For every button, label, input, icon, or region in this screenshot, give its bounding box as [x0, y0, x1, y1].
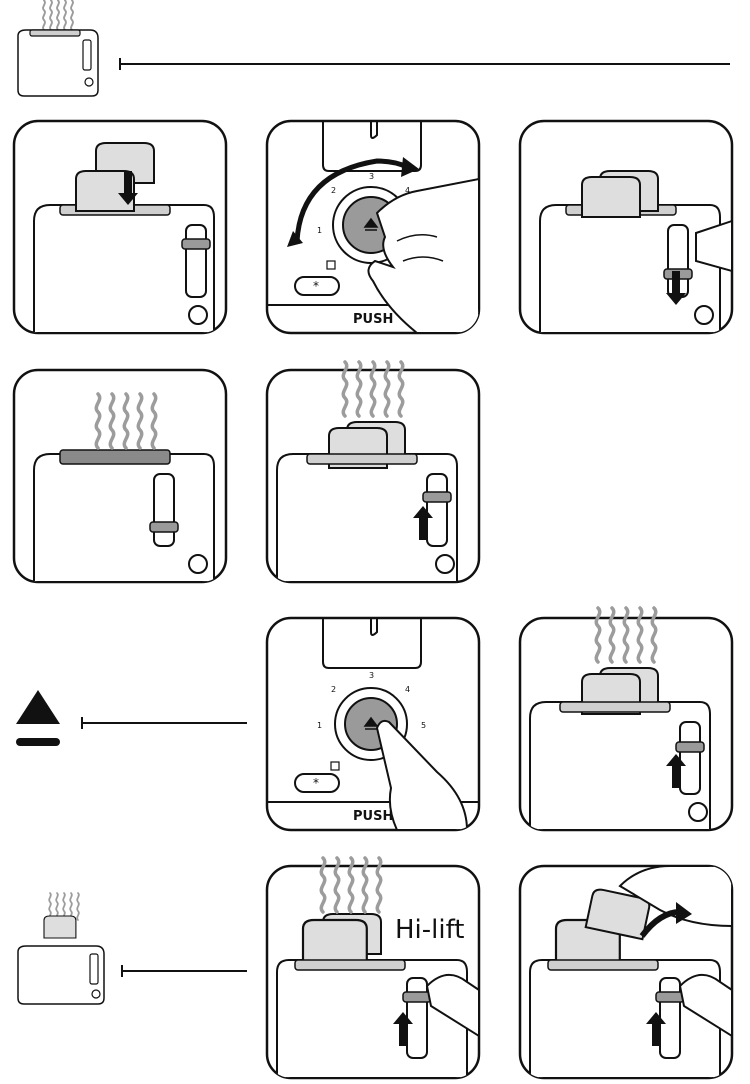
panel-select-browning: 1 2 3 4 * PUSH: [265, 119, 481, 335]
header-toaster-icon: [17, 0, 99, 97]
dial-number-1: 1: [317, 721, 322, 730]
push-label: PUSH: [353, 312, 393, 327]
hand-icon: [695, 219, 732, 273]
dial-number-2: 2: [331, 685, 336, 694]
panel-lower-lever: [518, 119, 734, 335]
steam-icon: [42, 0, 74, 31]
panel-hi-lift: Hi-lift: [265, 856, 481, 1080]
snowflake-icon: *: [313, 279, 319, 293]
hand-icon: [425, 974, 479, 1038]
hand-icon: [678, 974, 732, 1038]
panel-toast-ready: [265, 360, 481, 584]
push-label: PUSH: [353, 809, 393, 824]
dial-number-2: 2: [331, 186, 336, 195]
hand-icon: [367, 177, 479, 333]
dial-number-4: 4: [405, 186, 410, 195]
dial-number-3: 3: [369, 172, 374, 181]
small-toaster-icon: [17, 892, 105, 1005]
hand-icon: [618, 866, 732, 928]
eject-icon: [16, 690, 60, 746]
rotate-arrow-icon: [294, 158, 409, 242]
hand-icon: [375, 719, 469, 830]
dial-number-3: 3: [369, 671, 374, 680]
snowflake-icon: *: [313, 776, 319, 790]
panel-toast-lifted: [518, 606, 734, 832]
panel-insert-toast: [12, 119, 228, 335]
dial-number-1: 1: [317, 226, 322, 235]
panel-remove-toast: [518, 864, 734, 1080]
panel-toasting: [12, 368, 228, 584]
dial-number-5: 5: [421, 721, 426, 730]
dial-number-4: 4: [405, 685, 410, 694]
panel-press-cancel: 1 2 3 4 5 * PUSH: [265, 616, 481, 832]
hi-lift-label: Hi-lift: [395, 915, 465, 945]
